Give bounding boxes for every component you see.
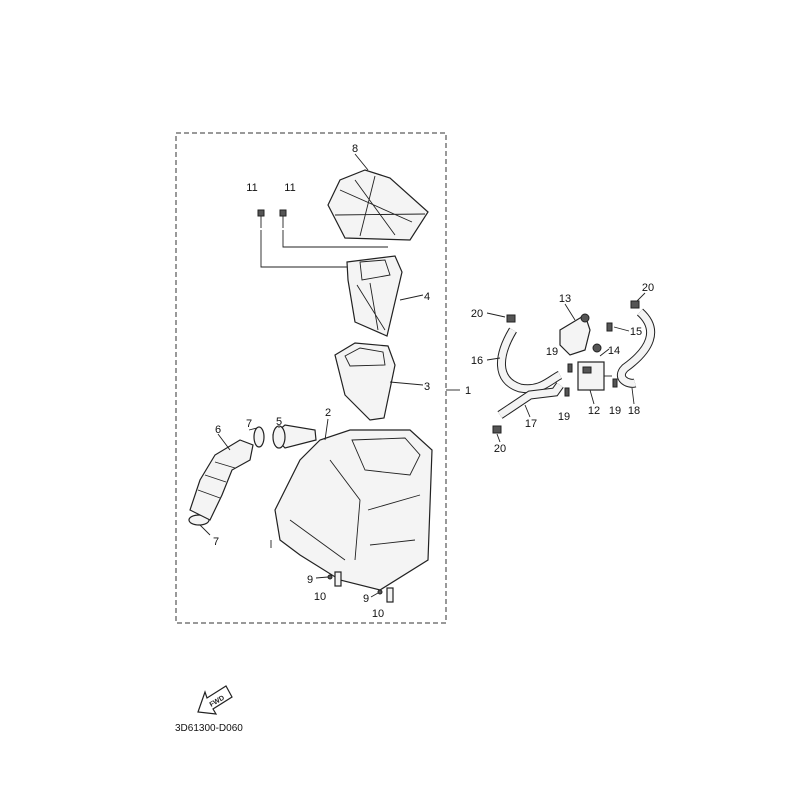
part-3-element-case	[334, 342, 396, 421]
label-part-19: 19	[609, 405, 621, 417]
label-part-7: 7	[213, 536, 219, 548]
label-part-20: 20	[494, 443, 506, 455]
part-8-filter-cover	[327, 169, 429, 241]
label-part-6: 6	[215, 424, 221, 436]
label-part-14: 14	[608, 345, 620, 357]
label-part-10: 10	[372, 608, 384, 620]
part-5-joint	[272, 424, 317, 449]
label-part-3: 3	[424, 381, 430, 393]
label-part-11: 11	[246, 182, 257, 194]
label-part-8: 8	[352, 143, 358, 155]
part-6-intake-joint	[189, 439, 254, 521]
label-part-10: 10	[314, 591, 326, 603]
label-part-12: 12	[588, 405, 600, 417]
part-19-clip	[567, 363, 573, 373]
label-part-20: 20	[642, 282, 654, 294]
label-part-15: 15	[630, 326, 642, 338]
label-part-19: 19	[558, 411, 570, 423]
part-4-element	[346, 255, 403, 337]
part-19-clip	[564, 387, 570, 397]
part-12-air-cut-valve	[577, 361, 612, 391]
label-part-11: 11	[284, 182, 295, 194]
label-part-1: 1	[465, 385, 471, 397]
part-2-air-cleaner-case	[270, 429, 433, 591]
label-part-7: 7	[246, 418, 252, 430]
part-16-hose	[497, 327, 563, 394]
label-part-18: 18	[628, 405, 640, 417]
part-17-hose	[497, 382, 564, 419]
label-part-4: 4	[424, 291, 430, 303]
label-part-19: 19	[546, 346, 558, 358]
part-20-cap	[506, 314, 516, 323]
label-part-5: 5	[276, 416, 282, 428]
label-part-16: 16	[471, 355, 483, 367]
part-11-screws	[257, 209, 388, 268]
leader-lines	[199, 153, 646, 598]
part-20-cap	[630, 300, 640, 309]
part-19-clip	[612, 378, 618, 388]
label-part-17: 17	[525, 418, 537, 430]
assembly-boundary	[175, 132, 447, 624]
part-13-bracket	[559, 313, 602, 356]
part-7-clamp	[253, 426, 265, 448]
part-20-cap	[492, 425, 502, 434]
label-part-9: 9	[307, 574, 313, 586]
label-part-9: 9	[363, 593, 369, 605]
fwd-arrow-icon: FWD	[197, 685, 233, 715]
label-part-20: 20	[471, 308, 483, 320]
label-part-13: 13	[559, 293, 571, 305]
part-18-hose	[616, 308, 656, 388]
part-15-bolt	[606, 322, 613, 332]
label-part-2: 2	[325, 407, 331, 419]
drawing-code: 3D61300-D060	[175, 723, 243, 734]
